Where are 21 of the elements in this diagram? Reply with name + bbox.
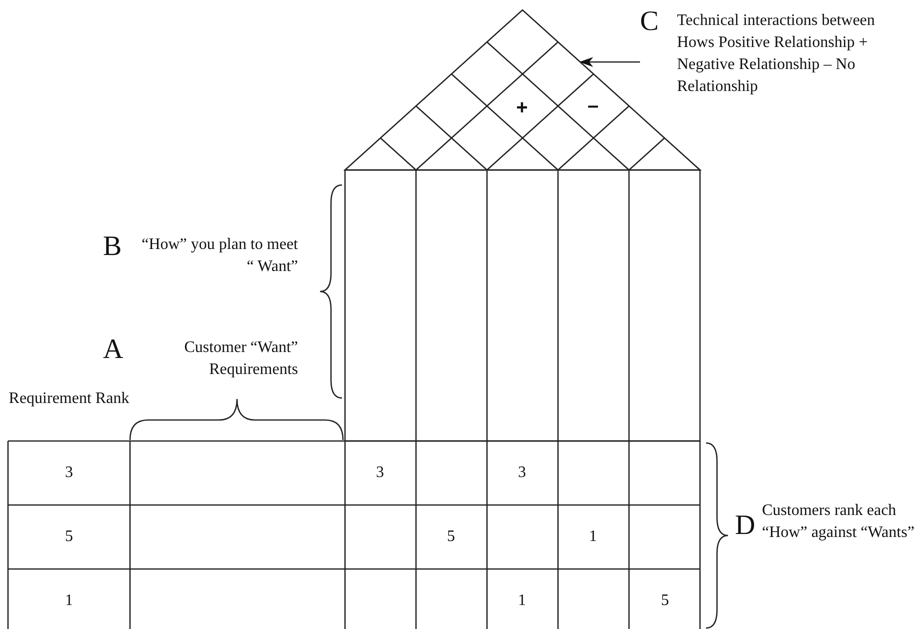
minus-sign: – <box>587 96 599 116</box>
column-heading: Requirement Rank <box>8 389 130 409</box>
annotation-text: Technical interactions between Hows Positive Relationship + Negative Relationship – No Relationship <box>677 11 876 97</box>
rank-value: 3 <box>65 463 73 483</box>
annotation-text: Customers rank each “How” against “Wants” <box>762 501 916 543</box>
section-letter: D <box>735 512 756 540</box>
section-letter: A <box>103 336 124 364</box>
rating-value: 5 <box>661 591 669 611</box>
rating-value: 3 <box>518 463 526 483</box>
rating-value: 5 <box>447 527 455 547</box>
rating-value: 1 <box>518 591 526 611</box>
plus-sign: + <box>516 98 528 118</box>
annotation-text: “How” you plan to meet “ Want” <box>140 235 298 277</box>
arrow <box>579 57 640 67</box>
rating-value: 1 <box>589 527 597 547</box>
rank-value: 1 <box>65 591 73 611</box>
rank-value: 5 <box>65 527 73 547</box>
section-letter: B <box>103 233 122 261</box>
section-letter: C <box>640 8 659 36</box>
rating-value: 3 <box>376 463 384 483</box>
annotation-text: Customer “Want” Requirements <box>183 338 298 380</box>
